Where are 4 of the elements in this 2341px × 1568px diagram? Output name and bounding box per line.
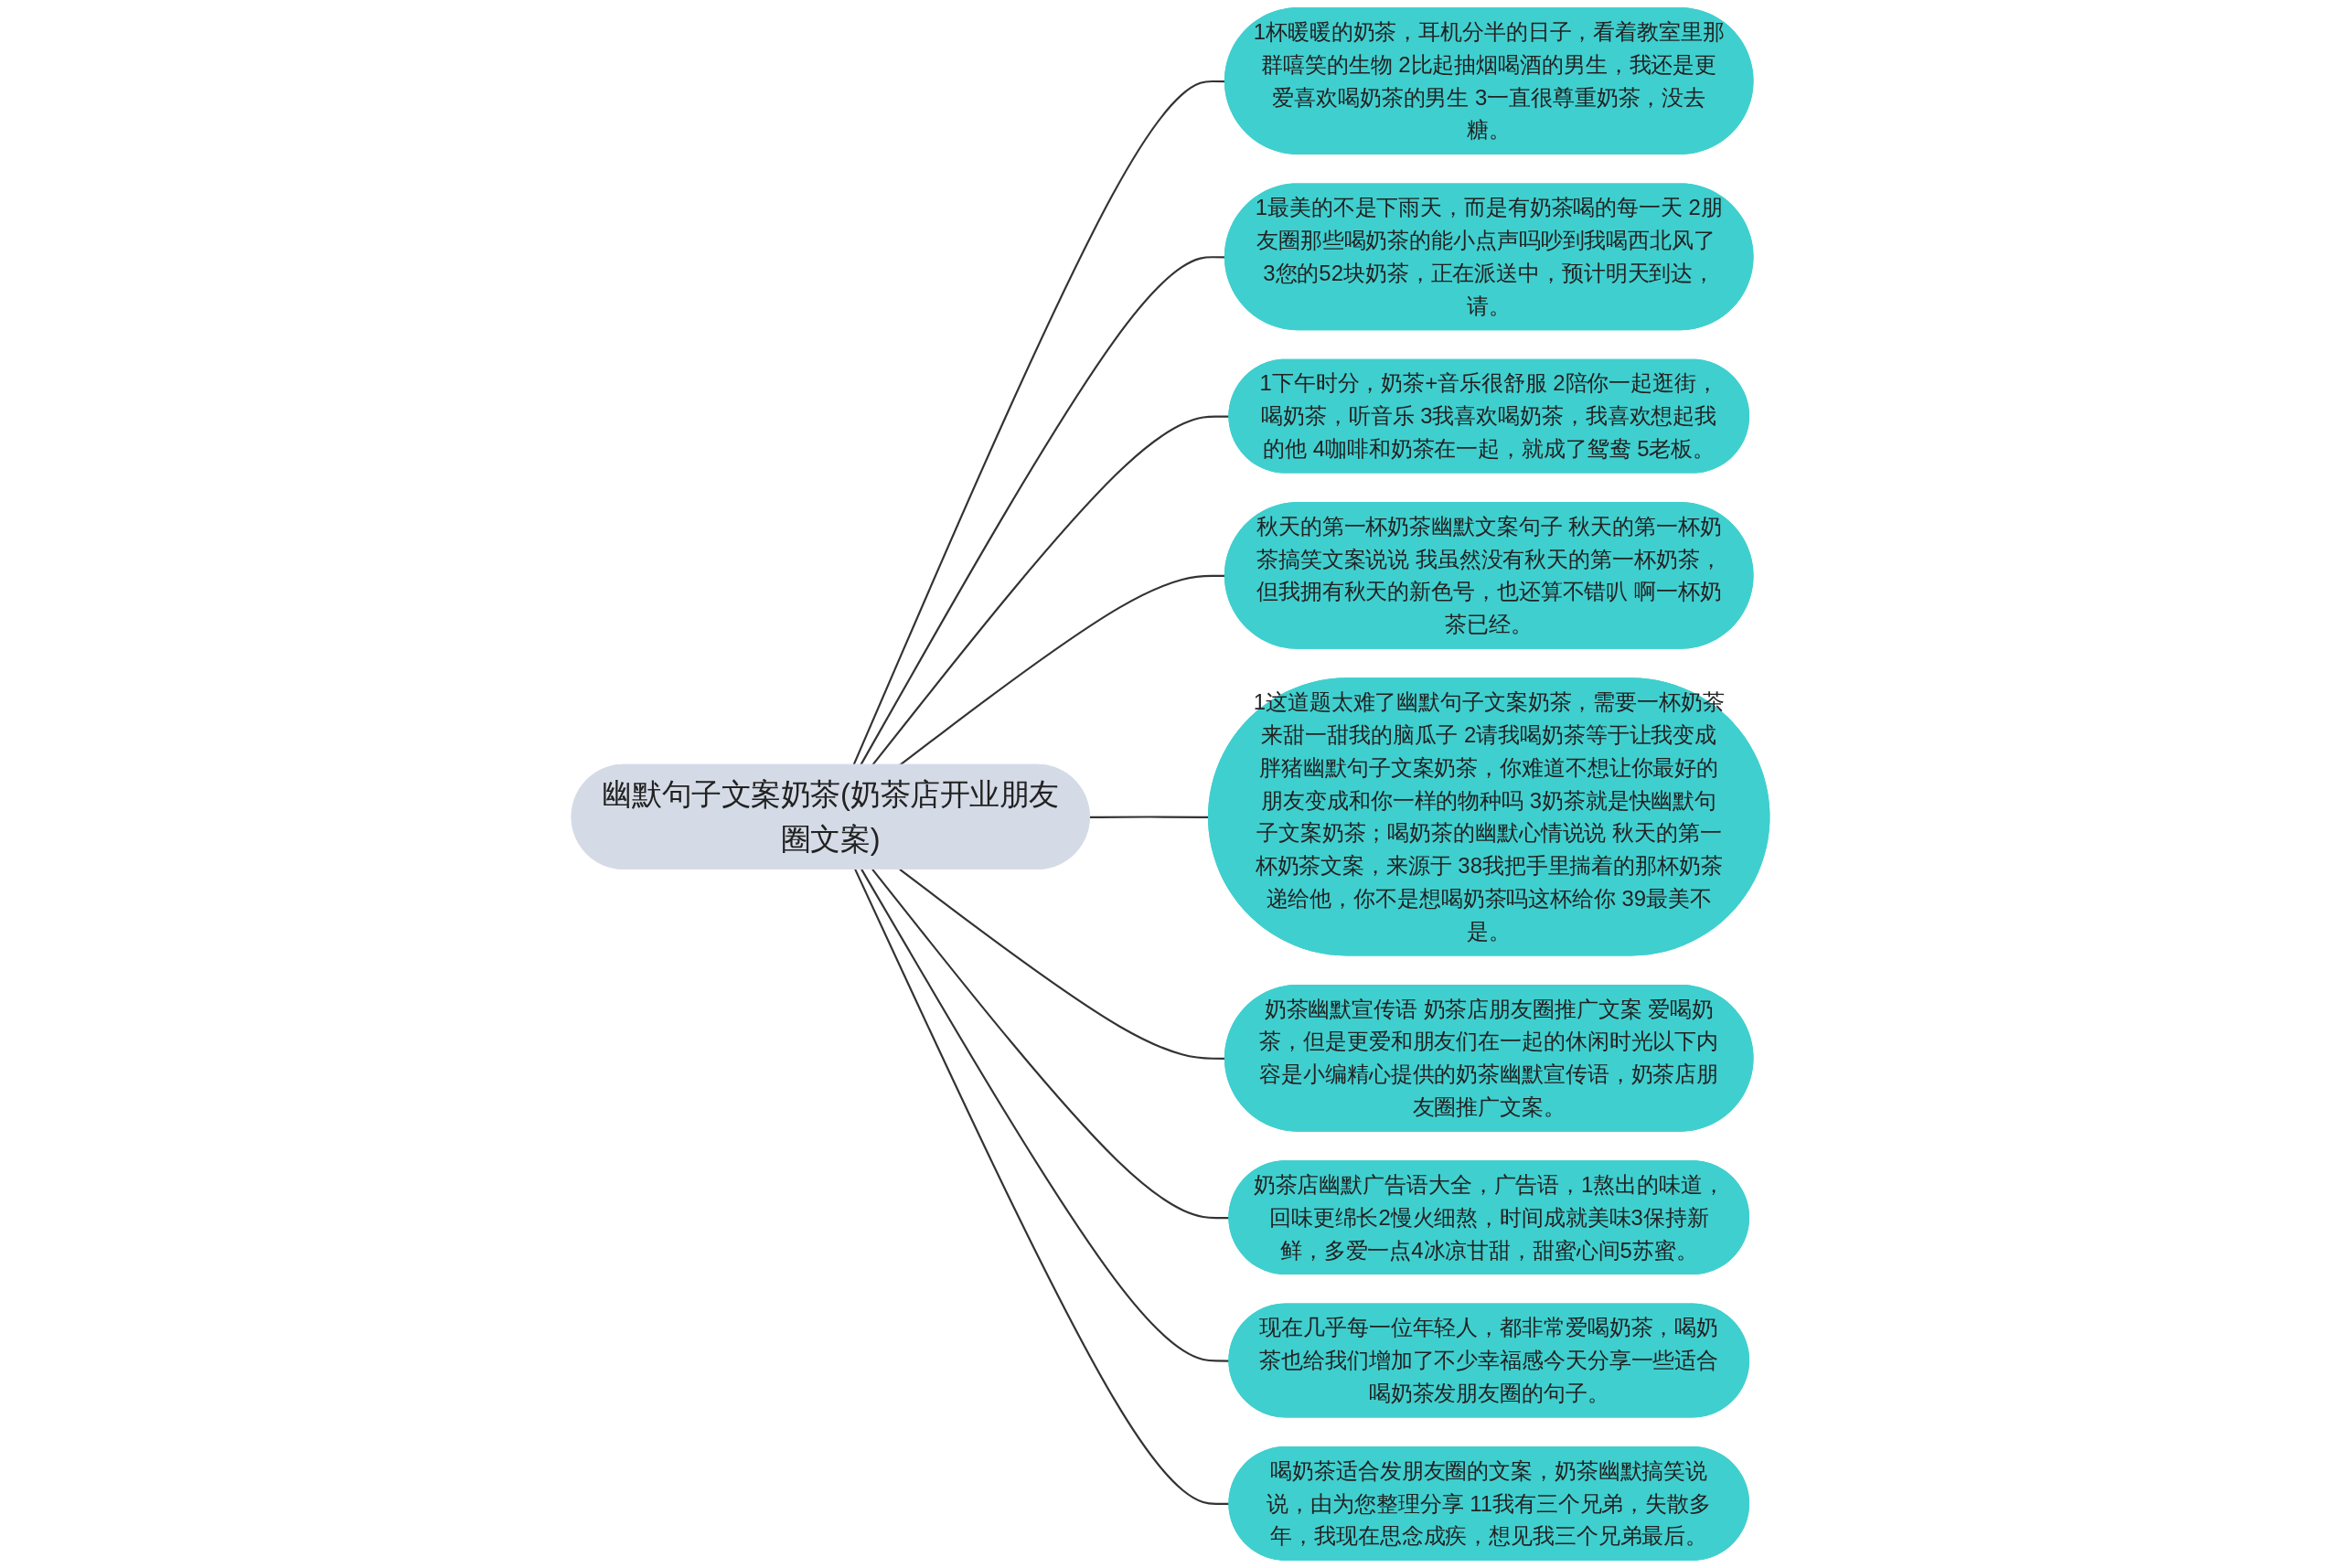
connector — [854, 869, 1230, 1506]
connector — [871, 869, 1230, 1220]
connector — [871, 415, 1230, 766]
connector — [861, 869, 1230, 1362]
